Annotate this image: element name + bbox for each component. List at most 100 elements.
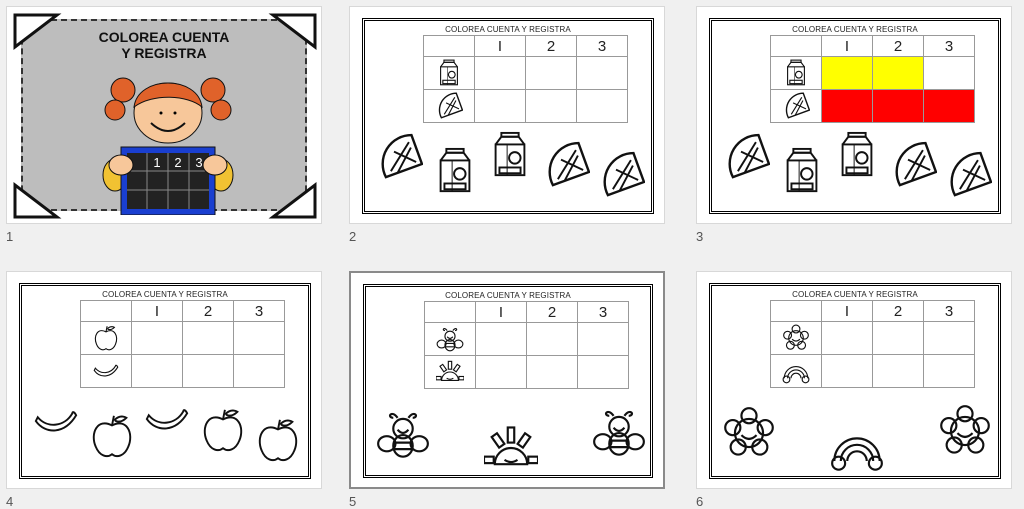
picture-sun	[482, 421, 540, 480]
banana-icon	[145, 409, 189, 430]
count-cell[interactable]	[821, 321, 873, 355]
row-icon-cell	[423, 56, 475, 90]
header-blank-cell	[770, 35, 822, 57]
count-cell[interactable]	[923, 321, 975, 355]
banana-icon	[93, 364, 119, 377]
bee-icon	[436, 328, 464, 352]
count-cell[interactable]	[576, 56, 628, 90]
count-cell[interactable]	[821, 89, 873, 123]
slide-number-label: 6	[696, 494, 704, 509]
count-cell[interactable]	[233, 354, 285, 388]
corner-decorations	[13, 13, 317, 219]
flower-icon	[783, 324, 809, 350]
count-cell[interactable]	[872, 89, 924, 123]
apple-icon	[203, 409, 242, 451]
milk-icon	[439, 147, 470, 193]
slide-number-label: 3	[696, 229, 704, 244]
row-icon-cell	[770, 89, 822, 123]
header-blank-cell	[770, 300, 822, 322]
count-cell[interactable]	[923, 56, 975, 90]
milk-icon	[494, 131, 526, 177]
picture-orange	[722, 133, 771, 186]
count-cell[interactable]	[872, 354, 924, 388]
count-cell[interactable]	[923, 89, 975, 123]
rainbow-icon	[831, 437, 883, 471]
row-icon-cell	[770, 321, 822, 355]
table-row	[80, 321, 285, 355]
header-cell: 3	[923, 35, 975, 57]
apple-icon	[92, 415, 131, 457]
count-cell[interactable]	[872, 321, 924, 355]
picture-milk	[431, 147, 479, 200]
slide-number-label: 5	[349, 494, 357, 509]
header-cell: 3	[233, 300, 285, 322]
cover-title-line2: Y REGISTRA	[121, 45, 207, 61]
milk-icon	[841, 131, 873, 177]
rainbow-icon	[782, 366, 810, 384]
count-cell[interactable]	[821, 56, 873, 90]
picture-milk	[833, 131, 881, 184]
count-cell[interactable]	[474, 56, 526, 90]
row-icon-cell	[424, 355, 476, 389]
orange-icon	[603, 151, 646, 197]
count-cell[interactable]	[182, 354, 234, 388]
board-header-2: 2	[174, 155, 181, 170]
count-cell[interactable]	[475, 355, 527, 389]
orange-icon	[728, 133, 771, 179]
header-cell: I	[475, 301, 527, 323]
count-cell[interactable]	[923, 354, 975, 388]
picture-apple	[199, 406, 247, 459]
row-icon-cell	[423, 89, 475, 123]
orange-icon	[381, 133, 424, 179]
count-cell[interactable]	[182, 321, 234, 355]
orange-icon	[950, 151, 993, 197]
count-cell[interactable]	[131, 321, 183, 355]
table-row	[424, 355, 629, 389]
count-cell[interactable]	[525, 56, 577, 90]
orange-icon	[548, 141, 591, 187]
count-cell[interactable]	[474, 89, 526, 123]
count-cell[interactable]	[576, 89, 628, 123]
milk-icon	[786, 147, 817, 193]
count-cell[interactable]	[475, 322, 527, 356]
header-cell: 3	[576, 35, 628, 57]
flower-icon	[724, 407, 774, 456]
count-cell[interactable]	[131, 354, 183, 388]
picture-flower	[938, 404, 992, 463]
table-row	[770, 321, 975, 355]
header-cell: I	[474, 35, 526, 57]
count-cell[interactable]	[525, 89, 577, 123]
board-header-3: 3	[195, 155, 202, 170]
count-cell[interactable]	[526, 355, 578, 389]
slide-title: COLOREA CUENTA Y REGISTRA	[792, 25, 918, 34]
count-cell[interactable]	[233, 321, 285, 355]
count-cell[interactable]	[577, 355, 629, 389]
banana-icon	[34, 411, 78, 432]
count-cell[interactable]	[821, 354, 873, 388]
count-cell[interactable]	[872, 56, 924, 90]
count-cell[interactable]	[526, 322, 578, 356]
count-cell[interactable]	[577, 322, 629, 356]
slide-title: COLOREA CUENTA Y REGISTRA	[445, 25, 571, 34]
header-cell: 2	[525, 35, 577, 57]
header-cell: I	[821, 300, 873, 322]
